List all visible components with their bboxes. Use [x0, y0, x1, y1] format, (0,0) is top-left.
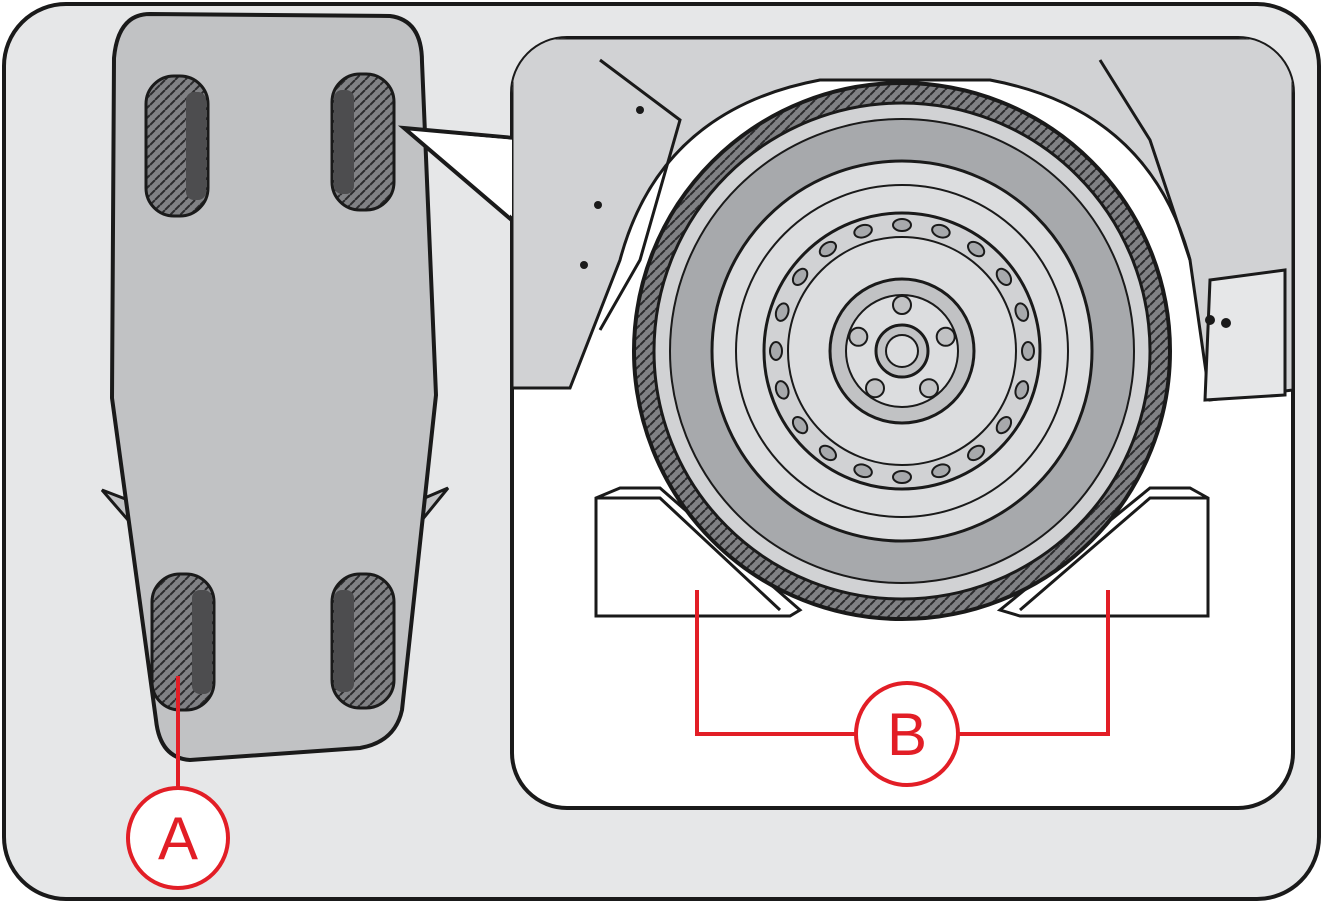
- lug-nut-icon: [892, 295, 912, 315]
- callout-b: B: [695, 590, 1110, 787]
- callout-b-label: B: [887, 701, 927, 768]
- callout-a-label: A: [158, 805, 198, 872]
- rim-slot: [967, 240, 986, 258]
- lug-nut-icon: [935, 326, 956, 347]
- rim-slot: [1021, 341, 1035, 361]
- rim-slot: [892, 218, 912, 232]
- inset-content: [512, 38, 1293, 402]
- rear-left-wheel-icon: [144, 74, 210, 218]
- rim-slot: [995, 267, 1013, 286]
- rim-slot: [853, 463, 873, 479]
- callout-circle-icon: [854, 681, 960, 787]
- rim-slot: [967, 444, 986, 462]
- lug-nut-icon: [848, 326, 869, 347]
- rim-slot: [1014, 380, 1030, 400]
- rim-slot: [931, 223, 951, 239]
- callout-b-leader-right: [958, 590, 1110, 736]
- rim-slot: [791, 416, 809, 435]
- rim-slot: [774, 302, 790, 322]
- car-top-view-icon: [100, 11, 450, 763]
- rear-right-wheel-icon: [330, 72, 396, 212]
- rim-slot: [769, 341, 783, 361]
- pointer-join: [420, 132, 516, 220]
- lug-nuts: [848, 295, 956, 399]
- rim-slot: [818, 444, 837, 462]
- rim-slot: [1014, 302, 1030, 322]
- rim-slot: [791, 267, 809, 286]
- rim-slot: [774, 380, 790, 400]
- spare-wheel-icon: [632, 81, 1172, 621]
- lug-nut-icon: [865, 378, 885, 399]
- rim-slot: [892, 470, 912, 484]
- rim-slot: [853, 223, 873, 239]
- rim-slot: [931, 463, 951, 479]
- front-left-wheel-icon: [150, 572, 216, 712]
- wheel-chock-icon: [594, 486, 1210, 618]
- callout-a: A: [126, 676, 230, 890]
- front-right-wheel-icon: [330, 572, 396, 710]
- lug-nut-icon: [919, 378, 939, 399]
- rim-slot: [818, 240, 837, 258]
- left-chock: [594, 486, 803, 618]
- callout-b-leader-left: [695, 590, 856, 736]
- rim-slots: [769, 218, 1035, 484]
- callout-circle-icon: [126, 786, 230, 890]
- rim-slot: [995, 416, 1013, 435]
